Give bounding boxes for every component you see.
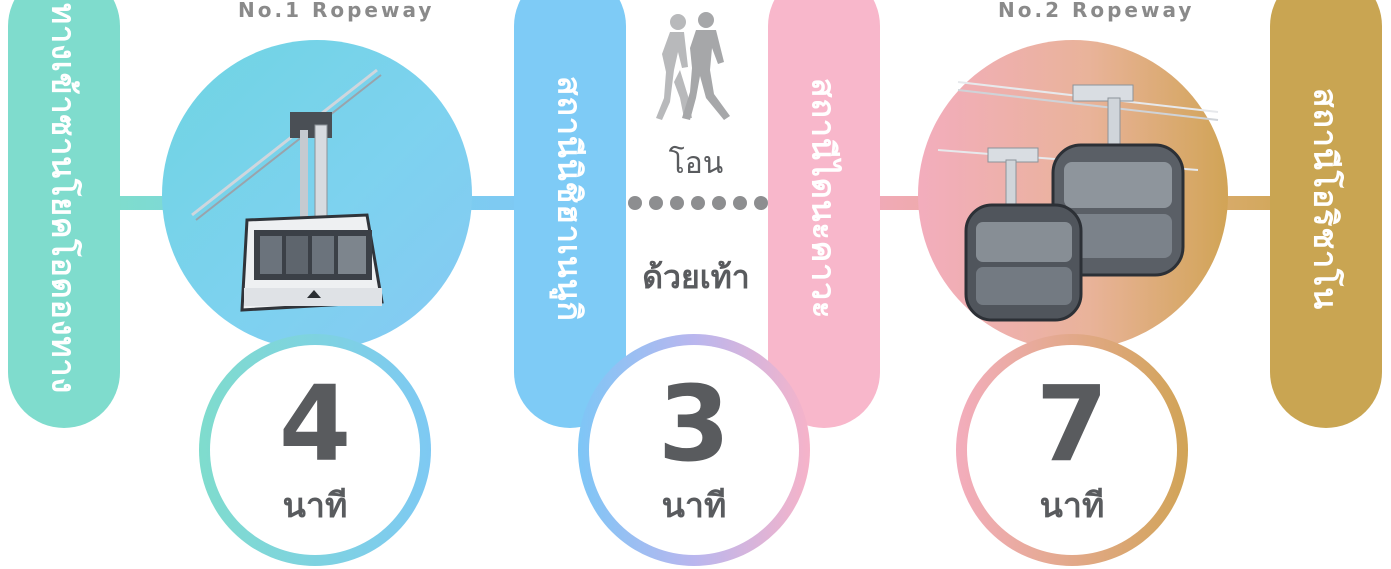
duration-number: 4 [278, 363, 352, 485]
station-4-name: สถานีโอริชาโน [1306, 87, 1345, 311]
duration-number: 3 [657, 363, 731, 485]
dot [691, 196, 705, 210]
dot [649, 196, 663, 210]
station-3-name: สถานีไดนะคาวะ [804, 78, 843, 320]
double-gondola-icon [937, 81, 1219, 322]
station-pill-4: สถานีโอริชาโน [1270, 0, 1382, 428]
walk-top-label: โอน [668, 146, 724, 181]
ropeway-1-duration: 4 นาที [199, 334, 431, 566]
ropeway-1-image [162, 40, 472, 350]
dot [712, 196, 726, 210]
walk-duration: 3 นาที [578, 334, 810, 566]
dot [670, 196, 684, 210]
station-1-name: ทางเข้าซานโยคโอดองทาง [44, 3, 83, 395]
dot [733, 196, 747, 210]
duration-number: 7 [1035, 363, 1109, 485]
duration-unit: นาที [282, 486, 348, 526]
ropeway-1-label: No.1 Ropeway [238, 0, 435, 22]
ropeway-2-label: No.2 Ropeway [998, 0, 1195, 22]
station-pill-2: สถานีนิชิฮาเนนูกิ [514, 0, 626, 428]
station-2-name: สถานีนิชิฮาเนนูกิ [550, 76, 589, 322]
walk-bottom-label: ด้วยเท้า [642, 258, 750, 296]
duration-unit: นาที [661, 486, 727, 526]
station-pill-1: ทางเข้าซานโยคโอดองทาง [8, 0, 120, 428]
duration-unit: นาที [1039, 486, 1105, 526]
dot [628, 196, 642, 210]
ropeway-2-image [918, 40, 1228, 350]
walking-people-icon [656, 12, 730, 120]
dot [754, 196, 768, 210]
station-pill-3: สถานีไดนะคาวะ [768, 0, 880, 428]
single-gondola-icon [191, 68, 384, 312]
walk-dotted-line [628, 193, 768, 213]
ropeway-2-duration: 7 นาที [956, 334, 1188, 566]
